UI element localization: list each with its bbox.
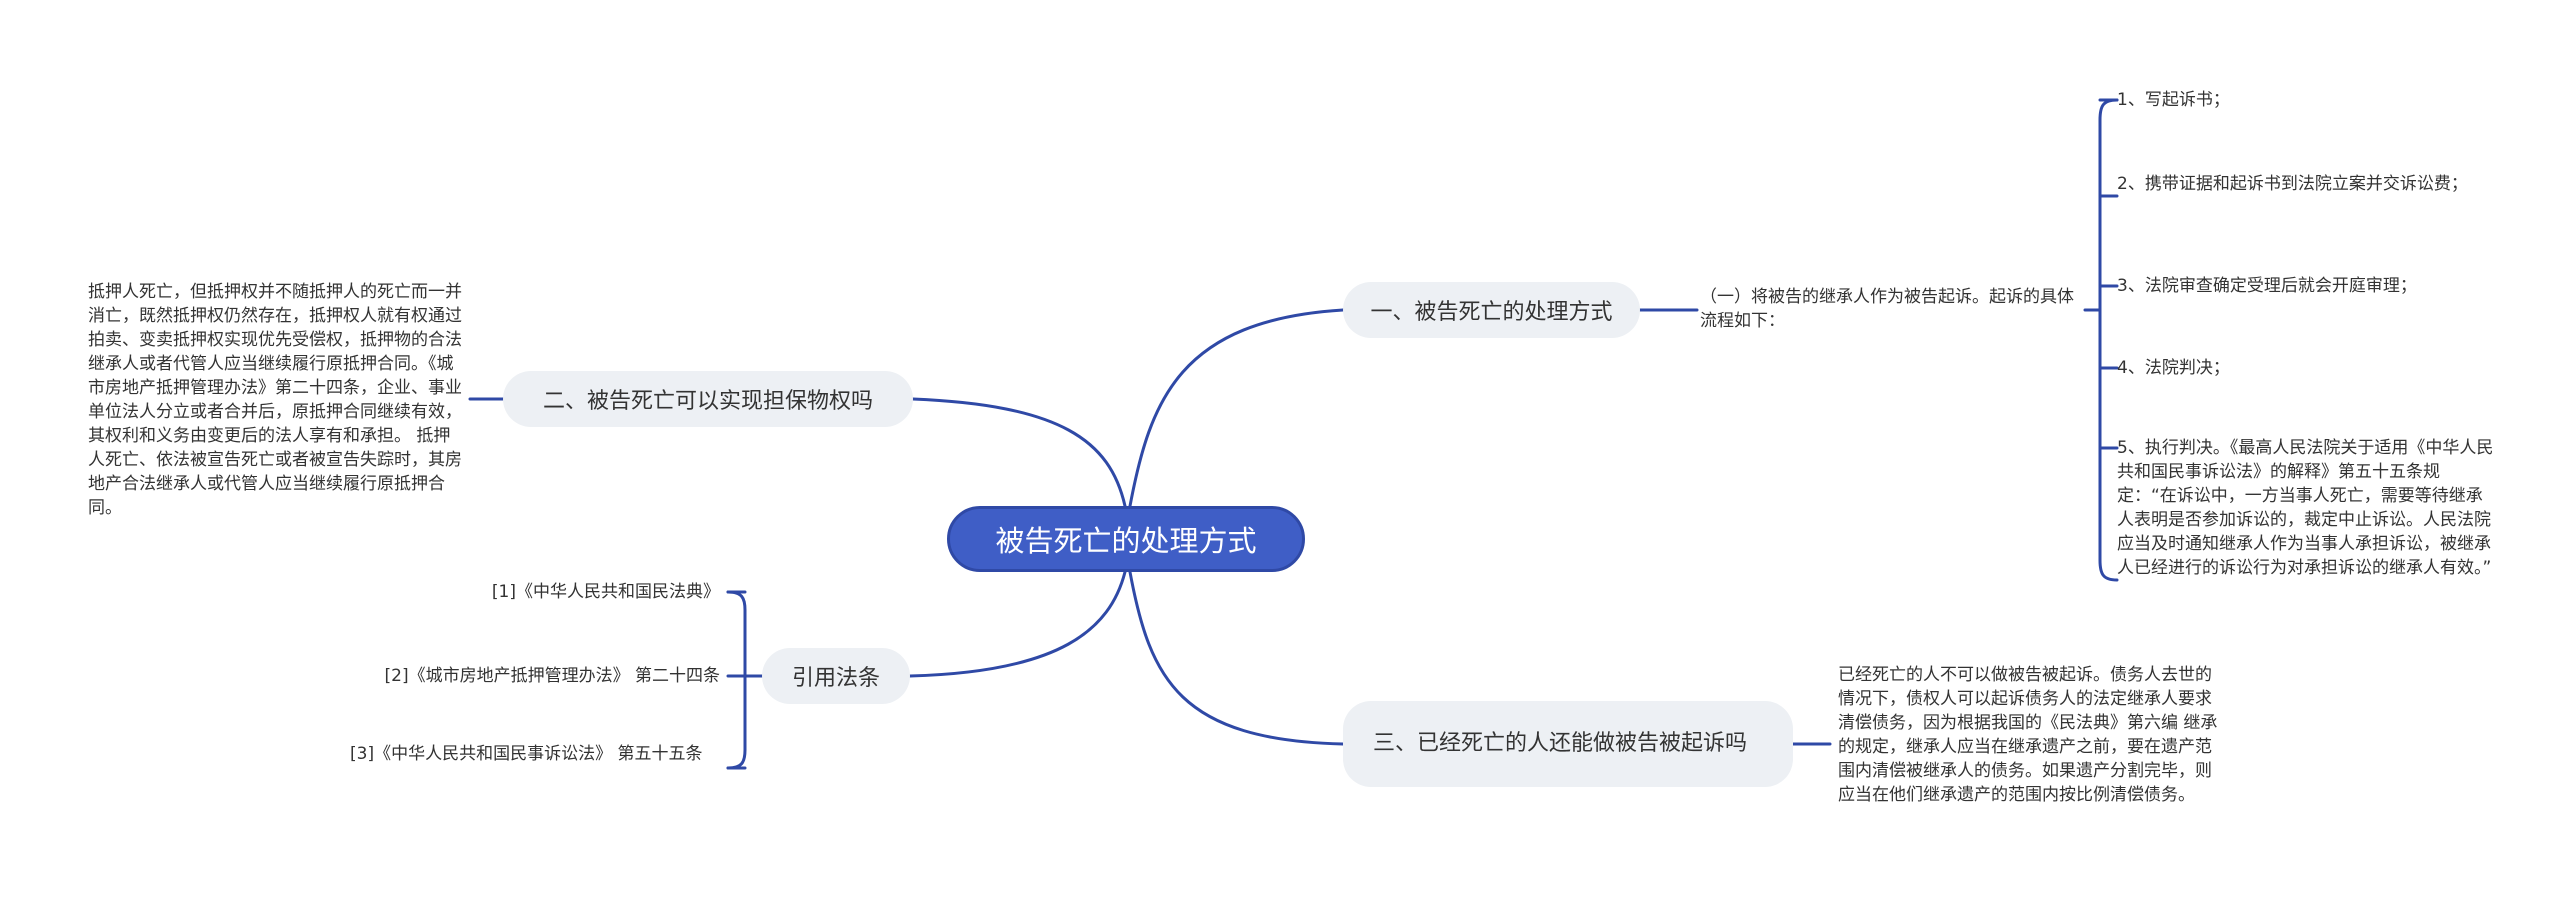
root-topic[interactable]: 被告死亡的处理方式 [947,506,1305,572]
steps-bracket [2098,98,2119,582]
branch-deceased-as-defendant[interactable]: 三、已经死亡的人还能做被告被起诉吗 [1343,701,1793,787]
step-3: 3、法院审查确定受理后就会开庭审理； [2117,276,2417,296]
reference-3: [3]《中华人民共和国民事诉讼法》 第五十五条 [350,744,703,764]
branch-security-interest[interactable]: 二、被告死亡可以实现担保物权吗 [503,371,913,427]
step-5: 5、执行判决。《最高人民法院关于适用《中华人民共和国民事诉讼法》的解释》第五十五… [2117,438,2494,578]
branch-cited-laws[interactable]: 引用法条 [762,648,910,704]
step-4: 4、法院判决； [2117,358,2230,378]
branch-handling-methods[interactable]: 一、被告死亡的处理方式 [1343,282,1640,338]
reference-2: [2]《城市房地产抵押管理办法》 第二十四条 [384,666,720,686]
refs-bracket [726,590,747,770]
branch-security-interest-detail: 抵押人死亡，但抵押权并不随抵押人的死亡而一并消亡，既然抵押权仍然存在，抵押权人就… [88,282,462,518]
step-1: 1、写起诉书； [2117,90,2230,110]
connector-root-branch1 [1128,308,1345,508]
connector-root-branch3 [1128,570,1345,746]
connector-root-branch2 [911,397,1127,508]
branch-handling-methods-detail: （一）将被告的继承人作为被告起诉。起诉的具体流程如下： [1700,287,2074,331]
reference-1: [1]《中华人民共和国民法典》 [491,582,720,602]
step-2: 2、携带证据和起诉书到法院立案并交诉讼费； [2117,174,2468,194]
connector-root-branch4 [908,570,1127,678]
branch-deceased-as-defendant-detail: 已经死亡的人不可以做被告被起诉。债务人去世的情况下，债权人可以起诉债务人的法定继… [1838,665,2218,805]
